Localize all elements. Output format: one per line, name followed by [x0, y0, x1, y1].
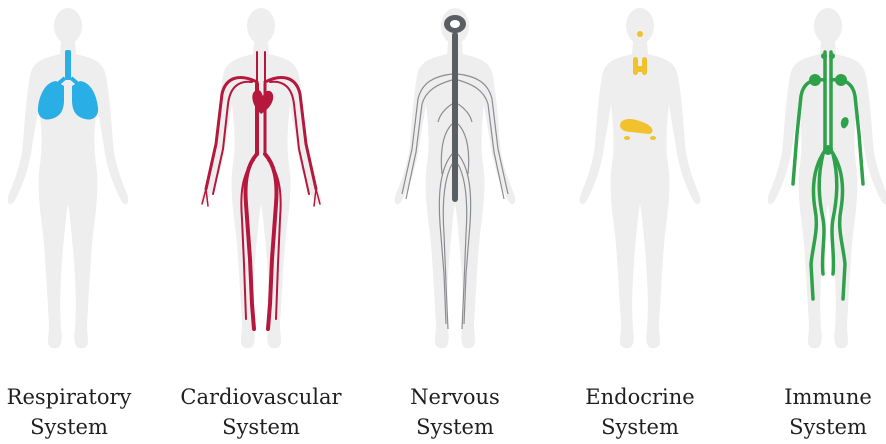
caption-line-1: Immune: [740, 382, 886, 412]
endocrine-svg: [565, 4, 715, 356]
caption-line-2: System: [173, 412, 349, 442]
respiratory-svg: [0, 4, 143, 356]
cardiovascular-figure: [186, 4, 336, 356]
body-silhouette-icon: [580, 8, 701, 348]
caption-line-2: System: [740, 412, 886, 442]
brain-nerves-icon: [402, 15, 508, 329]
caption-line-1: Cardiovascular: [173, 382, 349, 412]
nervous-figure: [380, 4, 530, 356]
caption-line-1: Respiratory: [0, 382, 157, 412]
caption-line-2: System: [0, 412, 157, 442]
cardiovascular-svg: [186, 4, 336, 356]
caption-endocrine: Endocrine System: [552, 382, 728, 442]
caption-immune: Immune System: [740, 382, 886, 442]
respiratory-figure: [0, 4, 143, 356]
caption-line-1: Nervous: [367, 382, 543, 412]
caption-cardiovascular: Cardiovascular System: [173, 382, 349, 442]
caption-line-2: System: [552, 412, 728, 442]
immune-figure: [753, 4, 886, 356]
immune-svg: [753, 4, 886, 356]
body-silhouette-icon: [768, 8, 886, 348]
caption-line-1: Endocrine: [552, 382, 728, 412]
body-silhouette-icon: [201, 8, 322, 348]
caption-nervous: Nervous System: [367, 382, 543, 442]
caption-respiratory: Respiratory System: [0, 382, 157, 442]
nervous-svg: [380, 4, 530, 356]
caption-line-2: System: [367, 412, 543, 442]
endocrine-figure: [565, 4, 715, 356]
